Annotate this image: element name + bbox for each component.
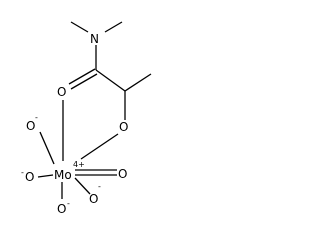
molybdenum-label: Mo xyxy=(54,168,72,182)
carbonyl-oxygen-label: O xyxy=(57,85,66,99)
oxide-4-charge: - xyxy=(67,199,70,208)
bond-methyl-left-n xyxy=(70,21,89,33)
bond-mo-oxide-3 xyxy=(74,177,91,195)
oxide-1-label: O xyxy=(26,119,35,133)
oxide-2-label: O xyxy=(25,170,34,184)
bond-mo-oxide-2 xyxy=(37,174,54,178)
bond-ether-oxygen-mo xyxy=(80,133,119,160)
oxo-oxygen-label: O xyxy=(118,167,127,181)
bond-alpha-carbon-methyl xyxy=(124,73,152,92)
oxide-4-label: O xyxy=(57,202,66,216)
bond-methyl-right-n xyxy=(104,21,123,33)
oxide-3-label: O xyxy=(89,192,98,206)
amide-nitrogen-label: N xyxy=(90,32,99,46)
bond-carbonyl-double-1 xyxy=(68,68,96,85)
oxide-2-charge: - xyxy=(21,168,24,177)
bond-carbonyl-carbon-alpha-carbon xyxy=(95,69,126,92)
molecular-structure: N O O Mo 4+ O O - O - O - O - xyxy=(21,21,152,216)
oxide-1-charge: - xyxy=(35,113,38,122)
oxide-3-charge: - xyxy=(98,182,101,191)
ether-oxygen-label: O xyxy=(119,120,128,134)
bond-mo-oxide-1 xyxy=(39,131,55,165)
bond-carbonyl-double-2 xyxy=(70,73,98,90)
molybdenum-charge: 4+ xyxy=(73,160,85,169)
